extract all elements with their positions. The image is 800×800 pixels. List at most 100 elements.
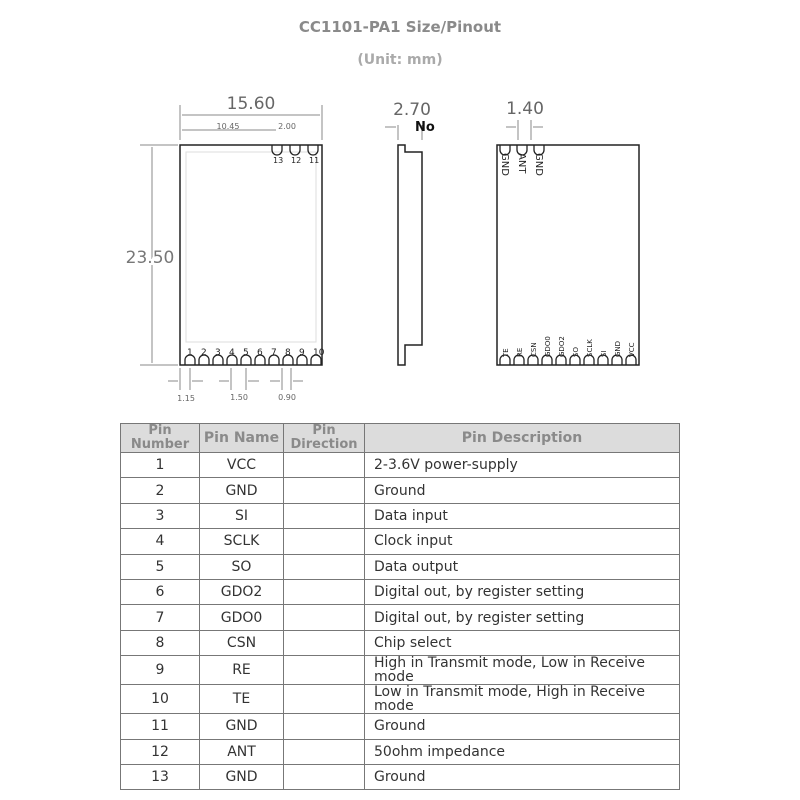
page-title: CC1101-PA1 Size/Pinout [298, 18, 502, 36]
pin-name-cell: TE [199, 684, 284, 715]
module-front-outline [179, 144, 323, 366]
pad [527, 354, 539, 365]
pin-number-cell: 7 [120, 604, 200, 631]
pin-number-label: 10 [313, 348, 325, 358]
pin-name-label: GDO0 [544, 336, 552, 357]
pad [597, 354, 609, 365]
pin-description-cell: Ground [364, 713, 680, 740]
pin-name-label: GND [533, 153, 544, 176]
pin-name-label: SO [572, 347, 580, 357]
pad [271, 145, 283, 156]
pad [499, 354, 511, 365]
pin-description-cell: Chip select [364, 629, 680, 657]
pad [541, 354, 553, 365]
pin-direction-cell [283, 553, 365, 580]
pin-name-cell: SCLK [199, 528, 284, 555]
pin-description-cell: Data output [364, 553, 680, 580]
pin-name-label: ANT [516, 153, 527, 174]
pin-direction-cell [283, 528, 365, 555]
pin-number-label: 9 [299, 348, 305, 358]
pin-number-cell: 12 [120, 738, 200, 765]
pin-description-cell: Low in Transmit mode, High in Receive mo… [364, 684, 680, 715]
pin-description-cell: 50ohm impedance [364, 738, 680, 765]
pin-direction-cell [283, 451, 365, 479]
offset-dimension: 10.45 [217, 122, 240, 131]
pin-description-cell: Data input [364, 502, 680, 530]
pad [307, 145, 319, 156]
header-pin-number: Pin Number [120, 423, 200, 453]
thickness-dimension: 2.70 [393, 100, 431, 120]
pin-direction-cell [283, 738, 365, 765]
pin-number-cell: 2 [120, 477, 200, 504]
pin-name-cell: ANT [199, 738, 284, 765]
pin-number-label: 11 [309, 156, 319, 165]
pin-number-cell: 8 [120, 629, 200, 657]
pin-number-cell: 5 [120, 553, 200, 580]
pad [611, 354, 623, 365]
pin-name-label: VCC [628, 342, 636, 357]
pad [282, 354, 294, 365]
pin-number-label: 7 [271, 348, 277, 358]
pad-width-dimension: 1.40 [506, 99, 544, 119]
pad [533, 145, 545, 156]
pin-direction-cell [283, 713, 365, 740]
pad [289, 145, 301, 156]
pad [254, 354, 266, 365]
unit-label: (Unit: mm) [357, 52, 443, 68]
pad [198, 354, 210, 365]
pin-direction-cell [283, 655, 365, 686]
pin-name-cell: GND [199, 763, 284, 791]
pin-description-cell: Ground [364, 477, 680, 504]
pin-description-cell: Digital out, by register setting [364, 604, 680, 631]
pin-name-cell: SO [199, 553, 284, 580]
pin-name-cell: GDO2 [199, 578, 284, 606]
module-dimension-diagram: 15.60 10.45 2.00 23.50 1.15 1.50 0.90 2.… [124, 94, 640, 403]
pin-name-label: RE [516, 348, 524, 357]
pin-name-cell: GDO0 [199, 604, 284, 631]
pin-direction-cell [283, 502, 365, 530]
pin-description-cell: High in Transmit mode, Low in Receive mo… [364, 655, 680, 686]
pin-name-label: SI [600, 350, 608, 357]
pin-number-label: 8 [285, 348, 291, 358]
pin-number-label: 4 [229, 348, 235, 358]
pin-name-label: SCLK [586, 339, 594, 357]
pad [296, 354, 308, 365]
pin-direction-cell [283, 578, 365, 606]
pin-number-label: 1 [187, 348, 193, 358]
pad [555, 354, 567, 365]
pin-name-cell: RE [199, 655, 284, 686]
header-pin-name: Pin Name [199, 423, 284, 453]
pad [310, 354, 322, 365]
pin-description-cell: 2-3.6V power-supply [364, 451, 680, 479]
pin-name-cell: GND [199, 477, 284, 504]
pin-table: Pin Number Pin Name Pin Direction Pin De… [120, 423, 680, 791]
pad [499, 145, 511, 156]
pin-number-label: 6 [257, 348, 263, 358]
pin-number-cell: 1 [120, 451, 200, 479]
pin-direction-cell [283, 604, 365, 631]
pad [516, 145, 528, 156]
module-side-outline [397, 144, 423, 366]
pin-number-label: 2 [201, 348, 207, 358]
pad-dimension: 0.90 [278, 393, 296, 402]
top-pitch-dimension: 2.00 [278, 122, 296, 131]
header-pin-description: Pin Description [364, 423, 680, 453]
pin-direction-cell [283, 763, 365, 791]
width-dimension: 15.60 [227, 94, 276, 114]
pin-number-cell: 13 [120, 763, 200, 791]
pin-number-label: 13 [273, 156, 283, 165]
pad [240, 354, 252, 365]
pin-number-label: 12 [291, 156, 301, 165]
pin-name-cell: VCC [199, 451, 284, 479]
